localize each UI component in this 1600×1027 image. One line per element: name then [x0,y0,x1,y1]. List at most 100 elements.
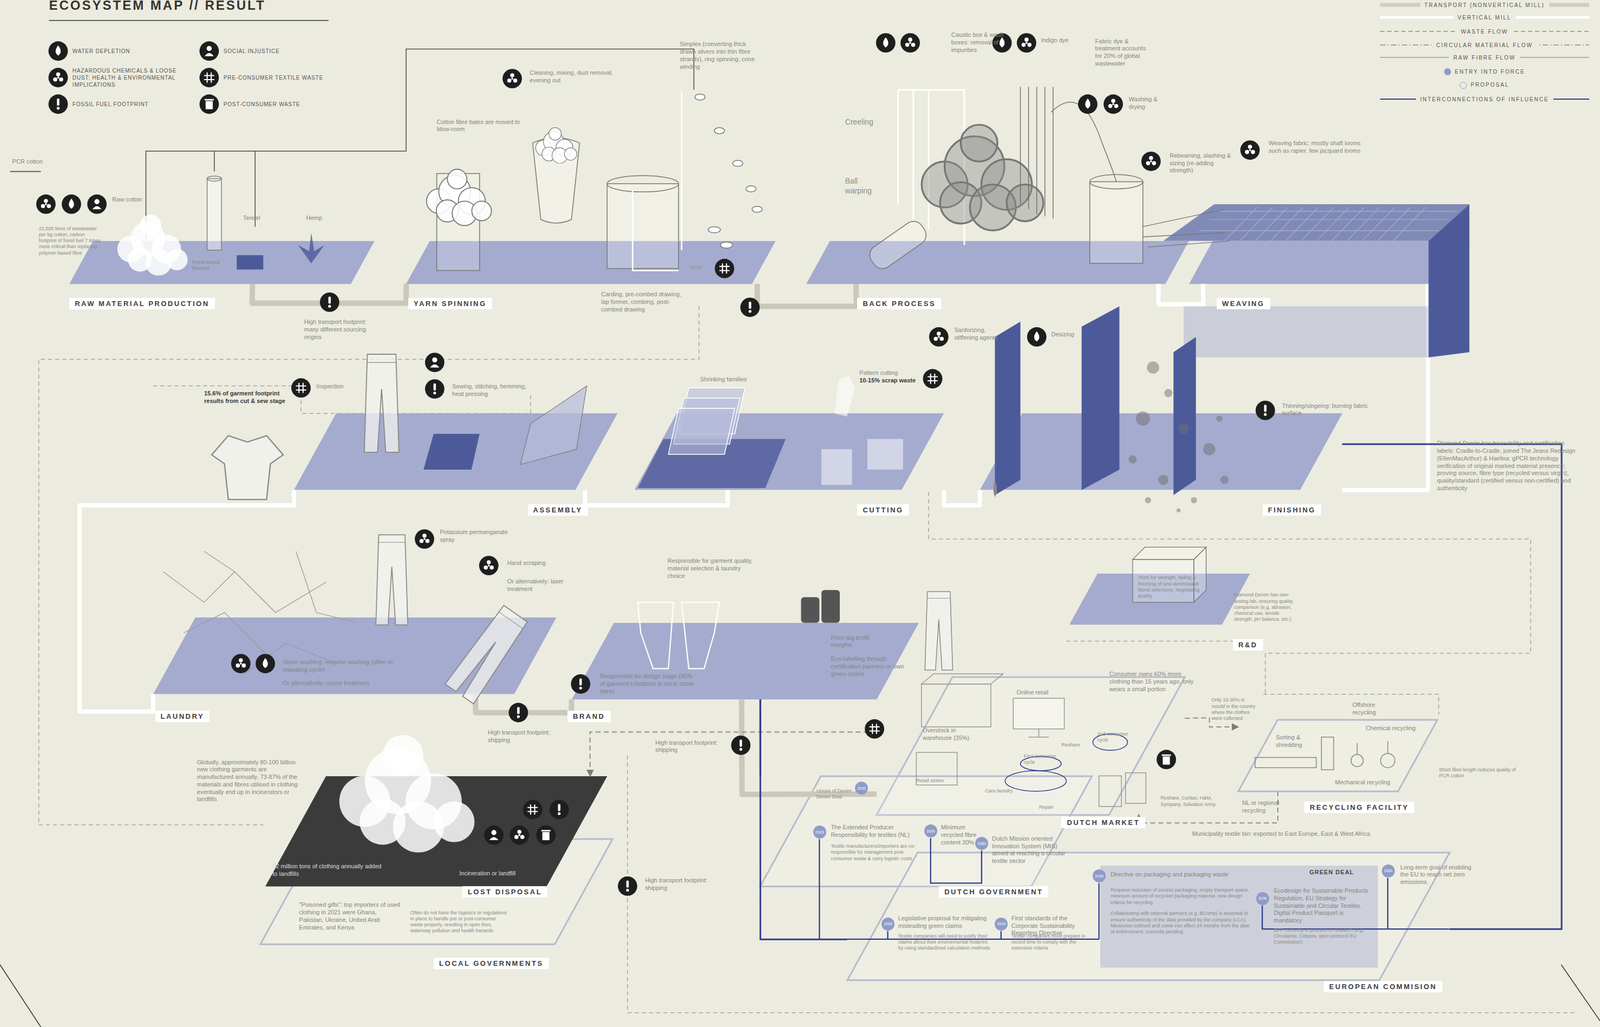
stage-label: YARN SPINNING [408,297,493,310]
annotation: High transport footprint: shipping [655,739,727,755]
weaving-band [1163,204,1469,241]
market-art [924,591,953,670]
fossil-icon [557,811,561,815]
cutting-art [637,438,786,488]
legend-text: PROPOSAL [1470,81,1510,88]
haz-icon [1148,155,1154,161]
haz-icon [231,653,251,674]
haz-icon [48,67,69,88]
annotation: "Poisoned gifts": top importers of used … [298,900,402,931]
haz-icon [419,538,424,544]
back-process-art [921,124,1044,231]
annotation: 22.500 litres of wastewater per kg cotto… [38,225,103,257]
legend-row: INTERCONNECTIONS OF INFLUENCE [1380,93,1590,105]
annotation: Textile companies must prepare in record… [1011,932,1094,952]
fossil-icon [48,94,69,114]
back-process-art [1089,174,1144,189]
fossil-icon [48,94,69,114]
haz-icon [929,327,949,347]
flow-connector [475,694,572,713]
fossil-icon [328,304,331,308]
annotation: Desizing [1051,330,1093,339]
person-icon [199,41,219,61]
haz-icon [1027,42,1033,48]
haz-icon [487,564,491,567]
landfill-pile [339,734,475,853]
annotation: Municipality textile bin: exported to Ea… [1192,830,1417,838]
market-art [916,591,1146,807]
stage-label: ASSEMBLY [527,504,589,516]
annotation: Hand scraping [507,559,569,567]
fossil-icon [508,702,528,723]
bin-icon [542,831,550,840]
annotation: Ball warping [845,176,886,196]
annotation: Responsible for design stage (80% of gar… [599,672,697,695]
fossil-icon [570,674,591,694]
haz-icon [479,555,499,576]
dashed-flow [301,392,531,414]
back-process-art [865,217,931,273]
annotation: Stone washing, enzyme washing (often in … [282,658,411,674]
fossil-icon [1255,400,1276,421]
haz-icon [1141,151,1161,172]
title-rule [48,20,329,22]
haz-icon [57,76,60,79]
drop-icon [999,37,1005,48]
annotation: Potassium permanganate spray [439,528,522,544]
policy-stem [1262,905,1449,929]
year-dot: 2020 [854,781,868,795]
annotation: High transport footprint: shipping [487,728,560,744]
fossil-icon [626,880,630,888]
plane-shape [1189,240,1470,284]
annotation: Carding, pre-combed drawing, lap former,… [601,290,688,313]
drop-icon [992,33,1012,53]
haz-icon [239,662,243,665]
legend-text: RAW FIBRE FLOW [1453,54,1516,61]
flow-connector [1138,791,1278,823]
annotation: House of Denim: Denim Deal [816,787,858,801]
raw-material-art [207,175,222,181]
fossil-icon [517,714,520,718]
haz-icon [510,73,515,78]
plane-face [260,838,613,944]
annotation: Creeling [845,117,897,128]
policy-stem [1387,877,1389,929]
haz-icon [929,327,949,347]
year-dot: 2050 [1381,864,1395,878]
annotation: Reshare [1061,741,1097,748]
annotation: Dutch Mission oriented Innovation System… [991,834,1069,865]
spinning-art [532,137,580,223]
laundry-art [375,534,408,625]
spinning-art [535,127,577,164]
stage-plane: BACK PROCESS [806,240,1190,284]
haz-icon [1240,140,1260,160]
annotation: Rebeaming, slashing & sizing (re-adding … [1169,152,1237,175]
haz-icon [518,833,521,837]
haz-icon [1112,102,1115,106]
annotation: Textile manufacturers/importers are co-r… [830,843,918,862]
annotation: 15.6% of garment footprint results from … [204,389,286,406]
bin-icon [1156,749,1177,769]
haz-icon [43,198,49,204]
bin-icon [536,825,556,845]
annotation: Globally, approximately 80-100 billion n… [197,758,300,804]
finishing-art [1190,497,1197,504]
policy-stem [1098,882,1100,939]
assembly-art [364,354,400,453]
annotation: Cleaning, mixing, dust removal, evening … [529,69,622,85]
haz-icon [1244,149,1250,155]
fossil-icon [617,876,638,896]
raw-material-art [117,175,325,276]
person-icon [92,206,102,210]
title-rule [48,20,329,22]
drop-icon [61,194,82,214]
flow-connector [1158,283,1204,305]
bin-icon [1161,754,1172,756]
legend-swatch [1444,68,1452,76]
raw-material-art [117,214,188,276]
haz-icon [905,42,910,48]
annotation: Cotton fibre bales are moved to blow-roo… [436,118,524,134]
haz-icon [1114,103,1119,109]
policy-stem [846,938,1099,940]
stage-label: WEAVING [1216,297,1271,310]
